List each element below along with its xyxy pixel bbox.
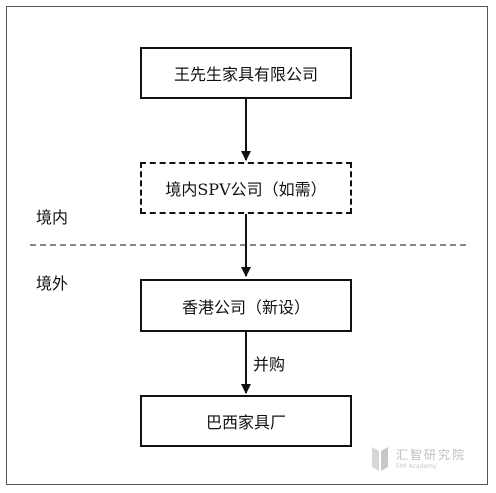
node-parent-company-label: 王先生家具有限公司 <box>173 65 318 84</box>
node-hk-company: 香港公司（新设） <box>140 279 352 332</box>
node-target-company-label: 巴西家具厂 <box>205 413 286 432</box>
zone-label-overseas: 境外 <box>36 274 69 293</box>
node-parent-company: 王先生家具有限公司 <box>140 47 352 99</box>
node-target-company: 巴西家具厂 <box>140 395 352 447</box>
watermark-en-text: EMI Academy <box>396 462 437 470</box>
node-spv-company: 境内SPV公司（如需） <box>140 162 352 214</box>
watermark: 汇智研究院 EMI Academy <box>370 442 488 476</box>
watermark-logo-icon <box>372 447 388 471</box>
zone-label-domestic: 境内 <box>36 208 69 227</box>
watermark-cn-text: 汇智研究院 <box>396 447 467 462</box>
diagram-frame <box>6 6 488 485</box>
node-hk-company-label: 香港公司（新设） <box>181 297 310 317</box>
node-spv-company-label: 境内SPV公司（如需） <box>165 180 327 199</box>
edge-label-acquisition: 并购 <box>253 355 286 374</box>
